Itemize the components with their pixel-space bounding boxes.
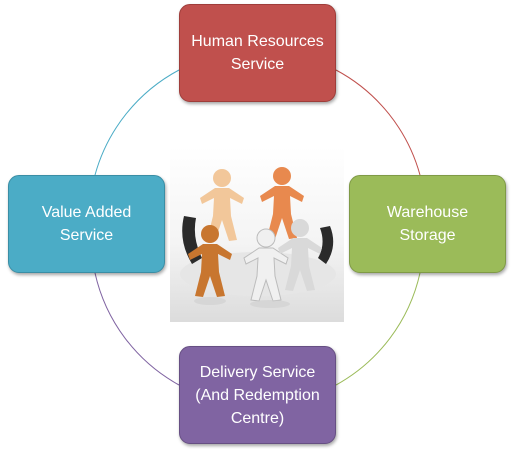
connector-arc-left-top [94, 69, 180, 176]
node-label-line: (And Redemption [195, 386, 320, 404]
node-label-line: Service [59, 227, 114, 244]
node-label-line: Human Resources [191, 33, 324, 50]
node-label-line: Warehouse [386, 204, 469, 221]
paper-people-chain-image [170, 146, 344, 322]
node-label-line: Value Added [41, 204, 132, 221]
human-resources-service-node: Human Resources Service [179, 4, 336, 102]
node-label-line: Centre) [230, 409, 285, 427]
node-label-line: Service [230, 56, 285, 73]
node-label-line: Delivery Service [199, 363, 316, 381]
warehouse-storage-node: Warehouse Storage [349, 175, 506, 273]
value-added-service-node: Value Added Service [8, 175, 165, 273]
node-label-line: Storage [399, 227, 456, 244]
delivery-service-node: Delivery Service (And Redemption Centre) [179, 346, 336, 444]
paper-people-chain-icon [170, 146, 344, 322]
connector-arc-bottom-left [94, 272, 180, 386]
connector-arc-top-right [335, 69, 421, 176]
connector-arc-right-bottom [335, 272, 421, 386]
